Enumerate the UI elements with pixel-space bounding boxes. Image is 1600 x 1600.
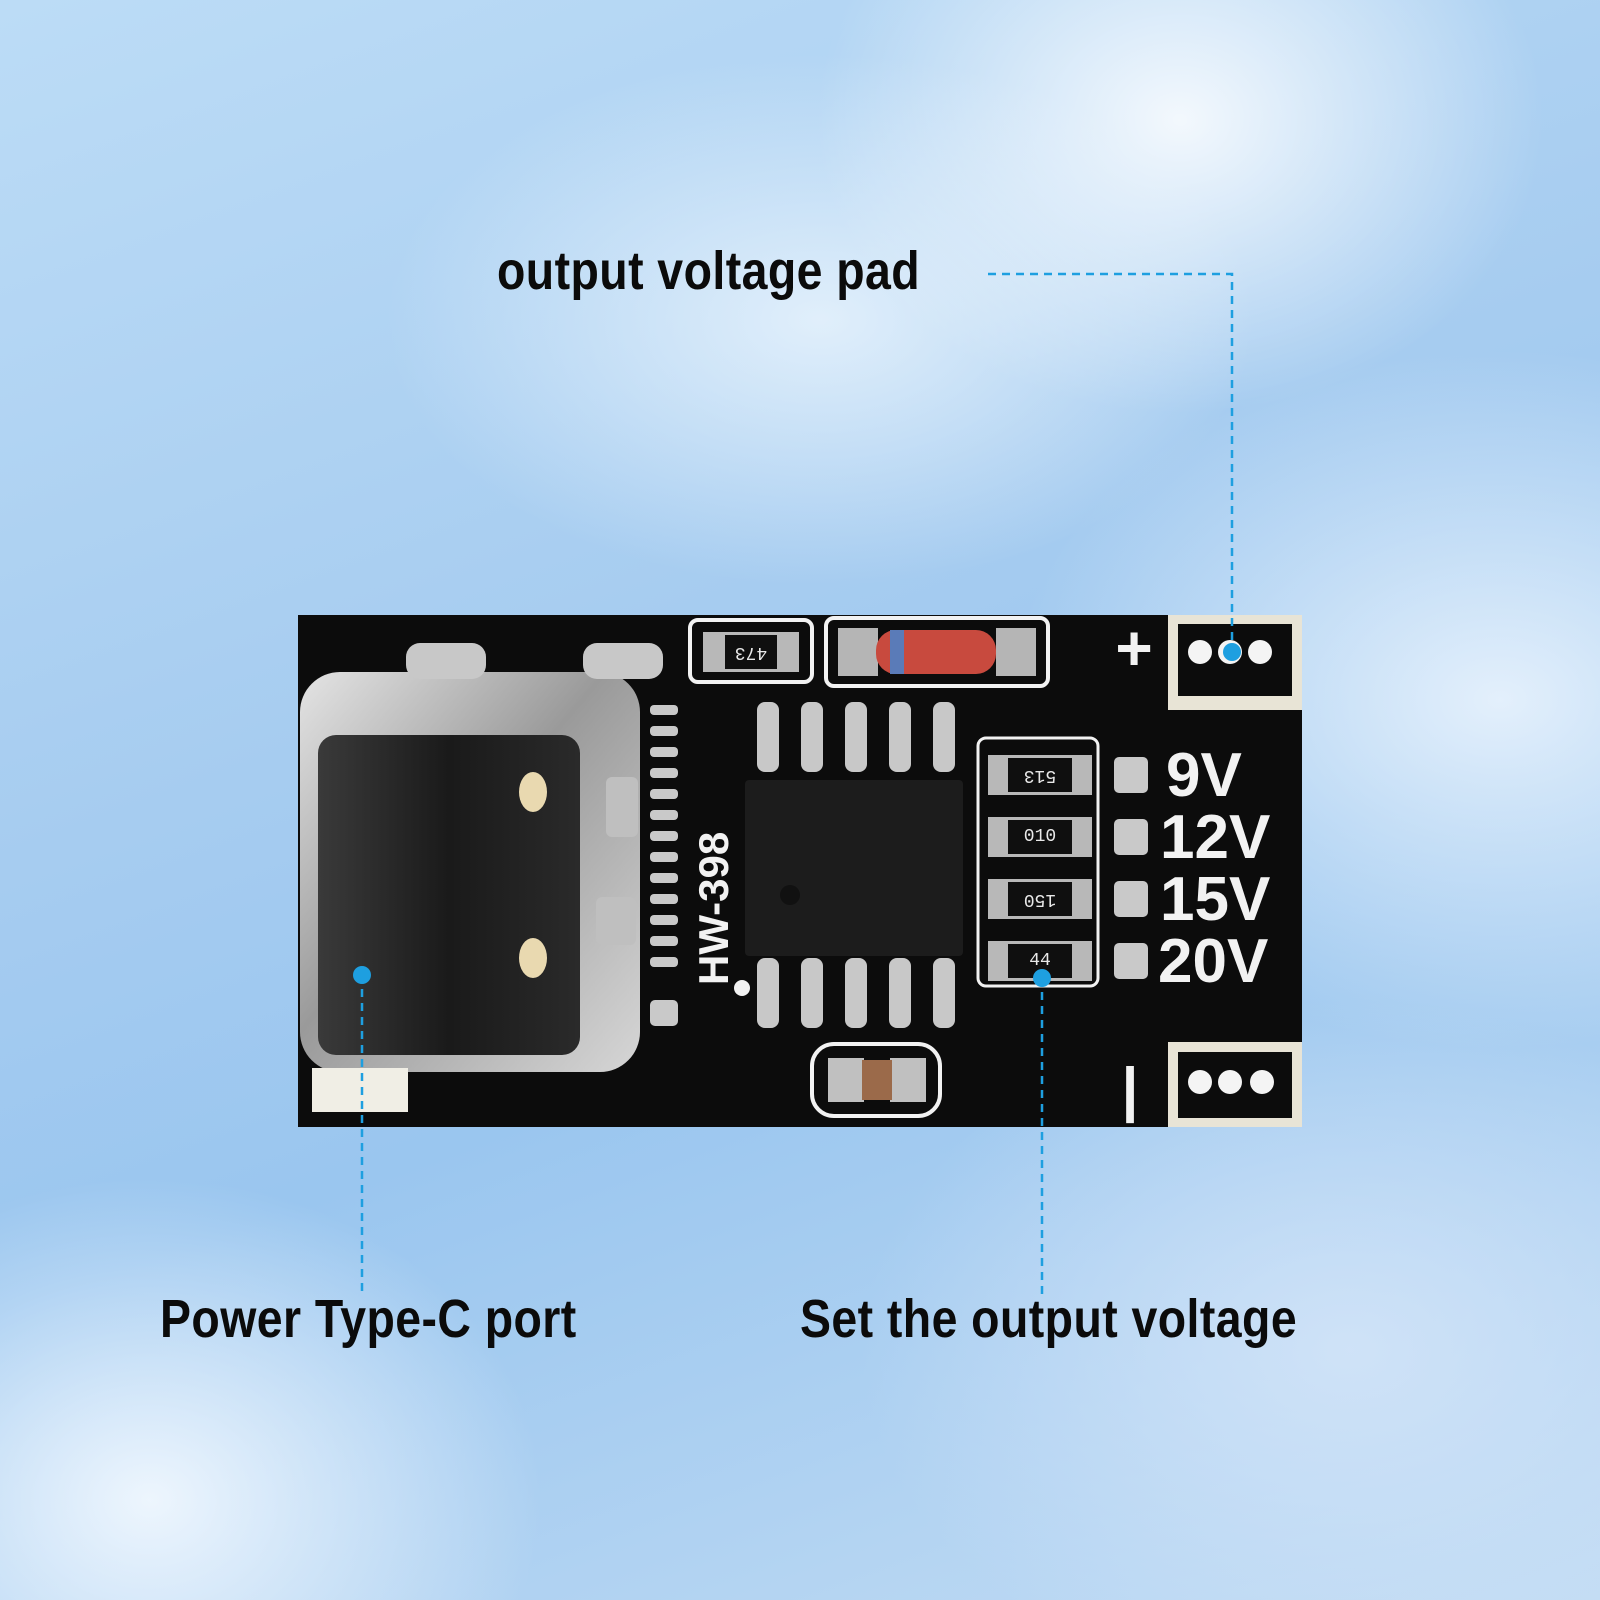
callout-type-c-port: Power Type-C port: [160, 1289, 577, 1349]
minus-mark: |: [1122, 1056, 1139, 1124]
ic-chip: [745, 702, 963, 1028]
output-pad-negative: [1188, 1070, 1274, 1094]
voltage-9v: 9V: [1166, 741, 1242, 810]
callout-output-voltage-pad: output voltage pad: [497, 241, 921, 301]
voltage-15v: 15V: [1160, 865, 1270, 934]
resistor-473-code: 473: [735, 642, 767, 662]
resistor-code-2: 010: [1024, 827, 1056, 847]
callout-dot-type-c: [353, 966, 371, 984]
resistor-code-1: 513: [1024, 765, 1056, 785]
resistor-473: 473: [688, 618, 814, 684]
resistor-code-4: 44: [1029, 951, 1051, 971]
callout-line-output-pad: [988, 272, 1234, 652]
callout-set-output-voltage: Set the output voltage: [800, 1289, 1298, 1349]
voltage-12v: 12V: [1160, 803, 1270, 872]
type-c-port: [300, 643, 678, 1112]
callout-dot-output-pad: [1223, 643, 1241, 661]
callout-dot-set-voltage: [1033, 969, 1051, 987]
voltage-select-block: 513 010 150 44 9V 12V 15V 20V: [976, 736, 1270, 996]
voltage-20v: 20V: [1158, 927, 1268, 996]
callout-lines: [360, 272, 1234, 1296]
resistor-code-3: 150: [1024, 889, 1056, 909]
diode: [824, 616, 1050, 688]
plus-mark: +: [1115, 612, 1152, 684]
capacitor: [810, 1042, 942, 1118]
model-label: HW-398: [690, 832, 737, 985]
